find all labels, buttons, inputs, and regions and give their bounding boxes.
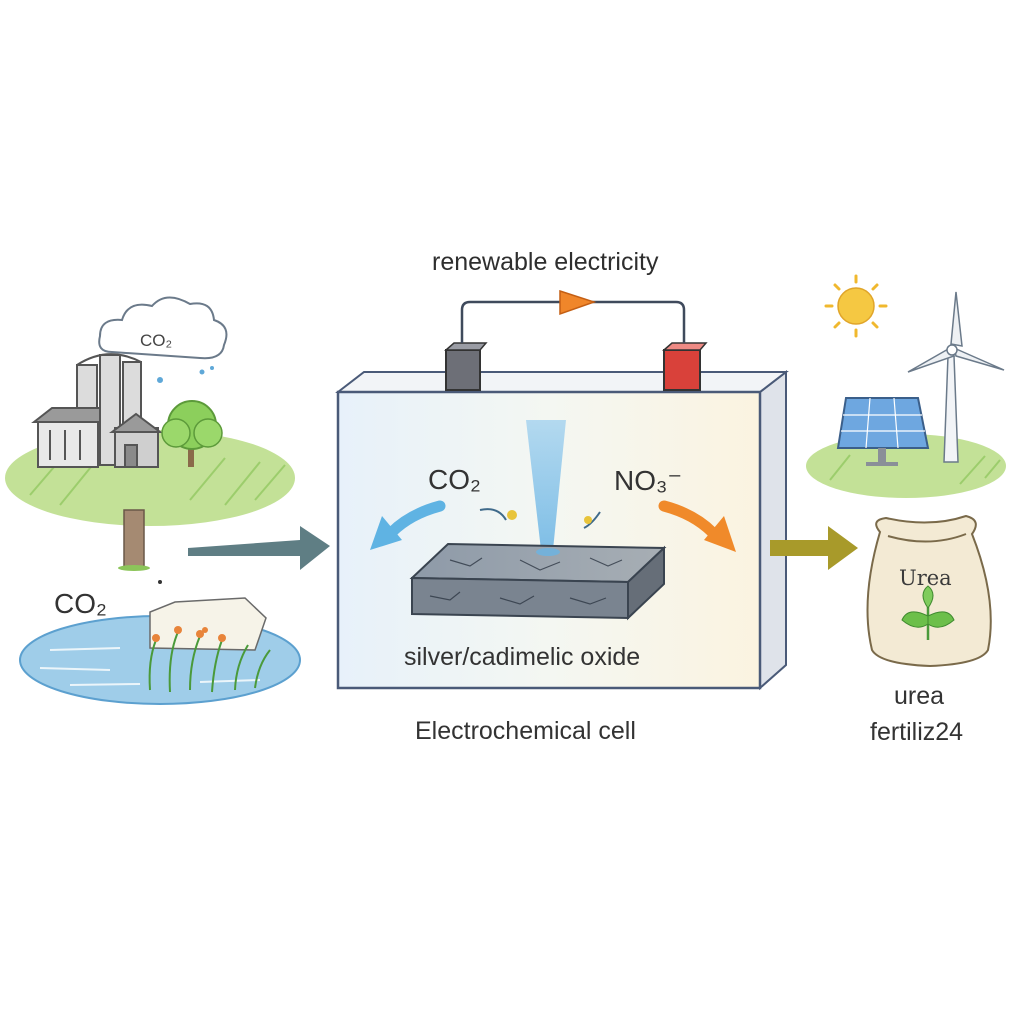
catalyst-electrode [409, 542, 667, 621]
cloud-label: CO₂ [140, 331, 173, 350]
chimney-icon [123, 509, 145, 569]
current-arrow-icon [559, 289, 597, 316]
source-landscape [5, 296, 301, 705]
solar-panel-icon [836, 397, 930, 466]
wind-turbine-icon [907, 291, 1005, 463]
catalyst-label: silver/cadimelic oxide [404, 643, 641, 671]
product-label-line2: fertiliz24 [870, 718, 964, 746]
product-label-line1: urea [894, 682, 945, 710]
fertilizer-bag-icon [866, 514, 992, 668]
inflow-arrow [188, 526, 330, 570]
renewable-landscape [806, 274, 1006, 668]
power-source-label: renewable electricity [432, 248, 659, 276]
nitrate-reduction-arrow [658, 500, 718, 538]
cloud-icon [98, 296, 228, 360]
nitrate-inlet-label: NO₃⁻ [614, 465, 683, 496]
cell-label: Electrochemical cell [415, 717, 636, 745]
negative-terminal-icon [444, 342, 488, 391]
co2-inlet-label: CO₂ [428, 464, 481, 495]
co2-source-label: CO₂ [54, 588, 107, 619]
outflow-arrow [770, 526, 858, 570]
cell-side-face [759, 369, 787, 691]
electrochemical-cell [335, 289, 789, 691]
cell-top-face [335, 371, 789, 393]
wetland-icon [19, 597, 301, 705]
co2-reduction-arrow [386, 500, 446, 538]
bag-label: Urea [899, 566, 952, 590]
factory-icon [31, 353, 163, 468]
tree-icon [161, 400, 223, 467]
leaf-icon [901, 585, 955, 640]
electrolyte-jet [526, 420, 566, 550]
sun-icon [824, 274, 888, 338]
positive-terminal-icon [662, 342, 708, 391]
